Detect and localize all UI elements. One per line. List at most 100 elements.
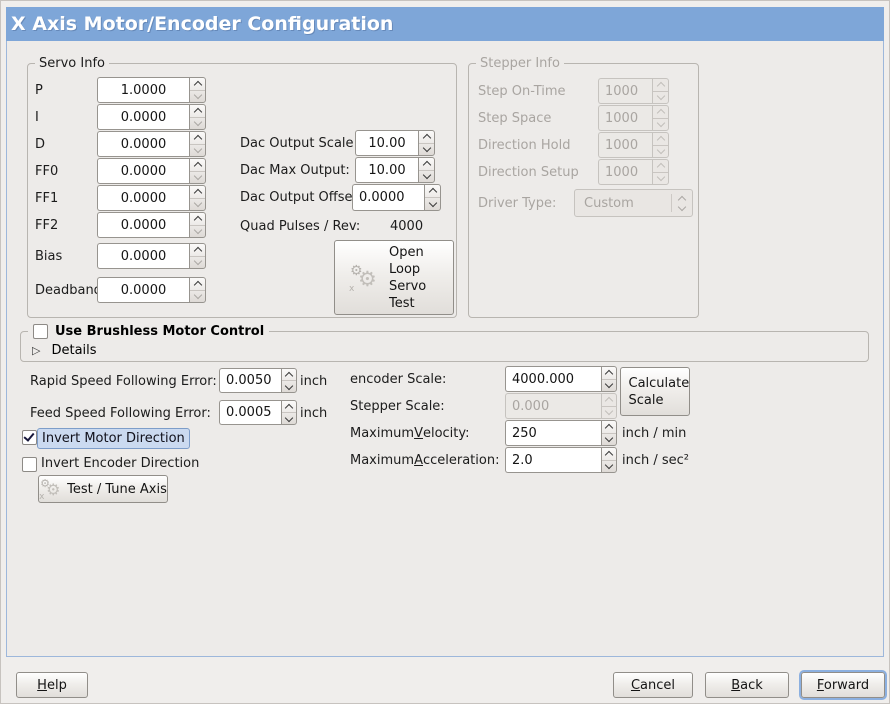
back-label: Back [731,677,763,693]
spin-up-icon [190,78,205,90]
back-button[interactable]: Back [705,672,789,698]
cancel-label: Cancel [630,677,676,693]
servo-i-spinbox[interactable]: 0.0000 [97,104,206,130]
calculate-scale-button[interactable]: Calculate Scale [620,367,690,416]
dac-output-scale-spinbox[interactable]: 10.00 [355,130,435,156]
spin-down-icon [602,405,616,419]
spin-up-icon [653,79,668,91]
spin-up-icon [282,369,296,380]
servo-ff2-spinbox[interactable]: 0.0000 [97,212,206,238]
direction-setup-label: Direction Setup [478,164,579,180]
invert-motor-label[interactable]: Invert Motor Direction [37,428,190,449]
servo-label-ff2: FF2 [35,217,59,233]
quad-pulses-value: 4000 [390,218,424,234]
spin-down-icon [282,412,296,424]
step-on-time-spinbox: 1000 [598,78,669,104]
invert-motor-checkbox[interactable] [22,430,37,445]
rapid-following-error-spinbox[interactable]: 0.0050 [219,368,297,393]
invert-encoder-checkbox[interactable] [22,457,37,472]
spin-down-icon [190,143,205,157]
servo-label-ff0: FF0 [35,163,59,179]
brushless-checkbox-label[interactable]: Use Brushless Motor Control [55,324,265,339]
forward-button[interactable]: Forward [801,672,885,698]
help-label: Help [37,677,67,693]
spin-up-icon [653,160,668,172]
max-velocity-spinbox[interactable]: 250 [505,420,617,446]
details-expander[interactable]: ▷ Details [32,343,97,358]
stepper-scale-spinbox: 0.000 [505,393,617,419]
servo-p-spinbox[interactable]: 1.0000 [97,77,206,103]
step-space-label: Step Space [478,110,552,126]
servo-label-ff1: FF1 [35,190,59,206]
stepper-info-frame: Stepper Info [468,55,699,318]
feed-following-error-spinbox[interactable]: 0.0005 [219,400,297,425]
spin-up-icon [190,213,205,225]
open-loop-servo-test-button[interactable]: ⚙⚙ Open Loop Servo Test [334,240,454,315]
spin-up-icon [602,421,616,433]
servo-label-bias: Bias [35,248,63,264]
stepper-scale-label: Stepper Scale: [350,398,445,414]
encoder-scale-label: encoder Scale: [350,371,447,387]
servo-ff1-spinbox[interactable]: 0.0000 [97,185,206,211]
dac-output-offset-label: Dac Output Offset: [240,190,362,205]
dac-max-output-spinbox[interactable]: 10.00 [355,157,435,183]
brushless-checkbox-row[interactable]: Use Brushless Motor Control [28,323,270,340]
spin-up-icon [419,131,434,143]
direction-hold-label: Direction Hold [478,137,571,153]
spin-up-icon [190,244,205,256]
max-velocity-unit: inch / min [622,425,687,441]
max-acceleration-spinbox[interactable]: 2.0 [505,447,617,473]
test-tune-axis-label: Test / Tune Axis [67,481,167,497]
servo-deadband-spinbox[interactable]: 0.0000 [97,277,206,303]
servo-info-frame: Servo Info [27,55,457,318]
spin-down-icon [190,255,205,269]
gears-icon: ⚙⚙ [39,477,65,502]
spin-down-icon [602,459,616,473]
expander-arrow-icon: ▷ [32,343,41,357]
spin-down-icon [419,142,434,156]
spin-down-icon [653,144,668,158]
gears-icon: ⚙⚙ [349,263,383,294]
spin-down-icon [190,89,205,103]
spin-down-icon [190,197,205,211]
spin-down-icon [602,432,616,446]
servo-label-d: D [35,136,46,152]
forward-label: Forward [816,677,870,693]
rapid-following-error-label: Rapid Speed Following Error: [30,373,217,389]
feed-following-error-unit: inch [300,405,328,421]
spin-down-icon [653,171,668,185]
servo-bias-spinbox[interactable]: 0.0000 [97,243,206,269]
step-space-spinbox: 1000 [598,105,669,131]
cancel-button[interactable]: Cancel [613,672,693,698]
max-acceleration-unit: inch / sec² [622,452,690,468]
spin-up-icon [653,133,668,145]
spin-down-icon [190,116,205,130]
spin-down-icon [425,197,440,210]
dac-output-offset-spinbox[interactable]: 0.0000 [352,184,441,211]
spin-up-icon [653,106,668,118]
spin-up-icon [602,367,616,379]
test-tune-axis-button[interactable]: ⚙⚙ Test / Tune Axis [38,475,168,503]
driver-type-combobox: Custom [574,189,693,217]
spin-down-icon [419,169,434,183]
spin-down-icon [282,380,296,392]
spin-up-icon [190,186,205,198]
spin-down-icon [190,289,205,303]
spin-down-icon [190,170,205,184]
servo-info-legend: Servo Info [35,55,109,72]
invert-encoder-label[interactable]: Invert Encoder Direction [41,455,200,471]
spin-up-icon [419,158,434,170]
spin-up-icon [190,132,205,144]
brushless-checkbox[interactable] [33,324,48,339]
spin-up-icon [190,159,205,171]
encoder-scale-spinbox[interactable]: 4000.000 [505,366,617,392]
brushless-frame [20,331,869,362]
servo-label-deadband: Deadband [35,282,102,298]
servo-ff0-spinbox[interactable]: 0.0000 [97,158,206,184]
spin-up-icon [602,394,616,406]
servo-label-i: I [35,109,39,125]
help-button[interactable]: Help [16,672,88,698]
servo-d-spinbox[interactable]: 0.0000 [97,131,206,157]
